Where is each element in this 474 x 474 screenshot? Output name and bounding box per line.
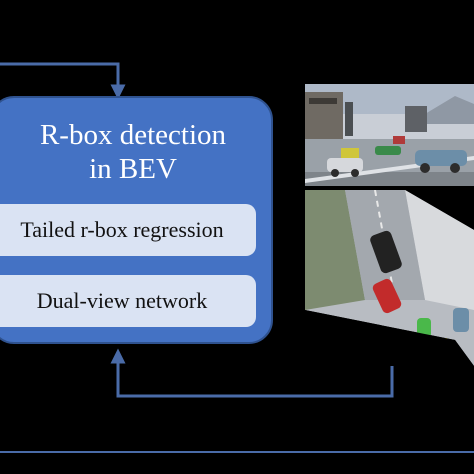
top-input-arrow [0,62,126,100]
bottom-divider-line [0,451,474,453]
bev-car-red [372,278,402,314]
car-left-group [327,148,363,177]
dual-view-network-box: Dual-view network [0,275,256,327]
rbox-detection-title: R-box detection in BEV [10,118,256,186]
car-blue-right [415,150,467,173]
tailed-rbox-regression-box: Tailed r-box regression [0,204,256,256]
bev-car-green [417,318,431,338]
title-line-1: R-box detection [39,119,227,151]
title-line-2: in BEV [89,153,177,185]
perspective-view-image [305,84,474,186]
feedback-arrow [110,348,394,398]
bev-car-black [370,230,402,274]
bev-car-blue [453,308,469,332]
bev-image [305,190,474,366]
